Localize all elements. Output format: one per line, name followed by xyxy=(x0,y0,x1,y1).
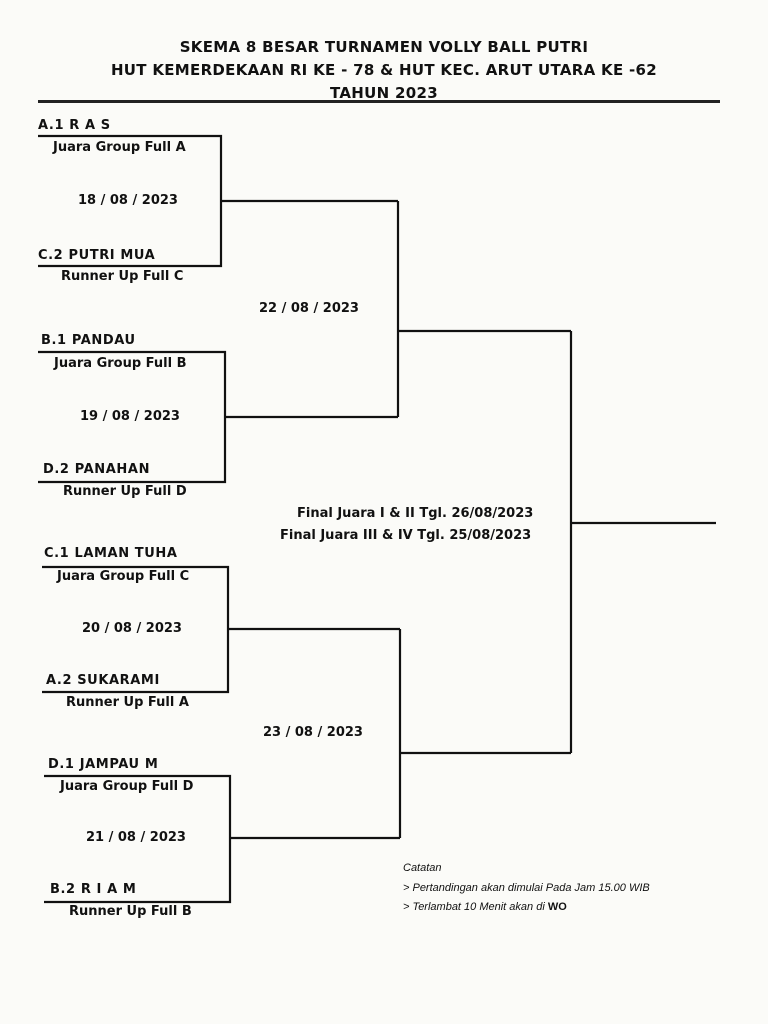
final-line-1: Final Juara I & II Tgl. 26/08/2023 xyxy=(297,506,534,521)
team-a1-name: A.1 R A S xyxy=(38,118,111,133)
match-3-date: 20 / 08 / 2023 xyxy=(82,621,182,636)
team-a2-name: A.2 SUKARAMI xyxy=(46,673,160,688)
team-d1-name: D.1 JAMPAU M xyxy=(48,757,159,772)
team-a1-desc: Juara Group Full A xyxy=(53,140,186,155)
notes-item-1: > Pertandingan akan dimulai Pada Jam 15.… xyxy=(403,882,650,894)
team-c1-desc: Juara Group Full C xyxy=(57,569,190,584)
notes-heading: Catatan xyxy=(403,862,442,874)
team-d1-desc: Juara Group Full D xyxy=(60,779,194,794)
match-1-date: 18 / 08 / 2023 xyxy=(78,193,178,208)
match-2-date: 19 / 08 / 2023 xyxy=(80,409,180,424)
team-b1-name: B.1 PANDAU xyxy=(41,333,136,348)
team-b1-desc: Juara Group Full B xyxy=(54,356,187,371)
team-c2-name: C.2 PUTRI MUA xyxy=(38,248,156,263)
team-c1-name: C.1 LAMAN TUHA xyxy=(44,546,178,561)
notes-item-2: > Terlambat 10 Menit akan di WO xyxy=(403,901,567,913)
semifinal-1-date: 22 / 08 / 2023 xyxy=(259,301,359,316)
notes-item-2-wo: WO xyxy=(547,901,567,913)
team-d2-name: D.2 PANAHAN xyxy=(43,462,151,477)
semifinal-2-date: 23 / 08 / 2023 xyxy=(263,725,363,740)
team-b2-name: B.2 R I A M xyxy=(50,882,137,897)
match-4-date: 21 / 08 / 2023 xyxy=(86,830,186,845)
team-d2-desc: Runner Up Full D xyxy=(63,484,187,499)
title-line-3: TAHUN 2023 xyxy=(330,84,438,102)
team-c2-desc: Runner Up Full C xyxy=(61,269,184,284)
team-a2-desc: Runner Up Full A xyxy=(66,695,189,710)
team-b2-desc: Runner Up Full B xyxy=(69,904,192,919)
final-line-2: Final Juara III & IV Tgl. 25/08/2023 xyxy=(280,528,532,543)
header-rule xyxy=(38,100,720,103)
title-line-2: HUT KEMERDEKAAN RI KE - 78 & HUT KEC. AR… xyxy=(110,61,658,79)
notes-item-2-text: > Terlambat 10 Menit akan di xyxy=(403,901,545,913)
title-line-1: SKEMA 8 BESAR TURNAMEN VOLLY BALL PUTRI xyxy=(179,38,589,56)
